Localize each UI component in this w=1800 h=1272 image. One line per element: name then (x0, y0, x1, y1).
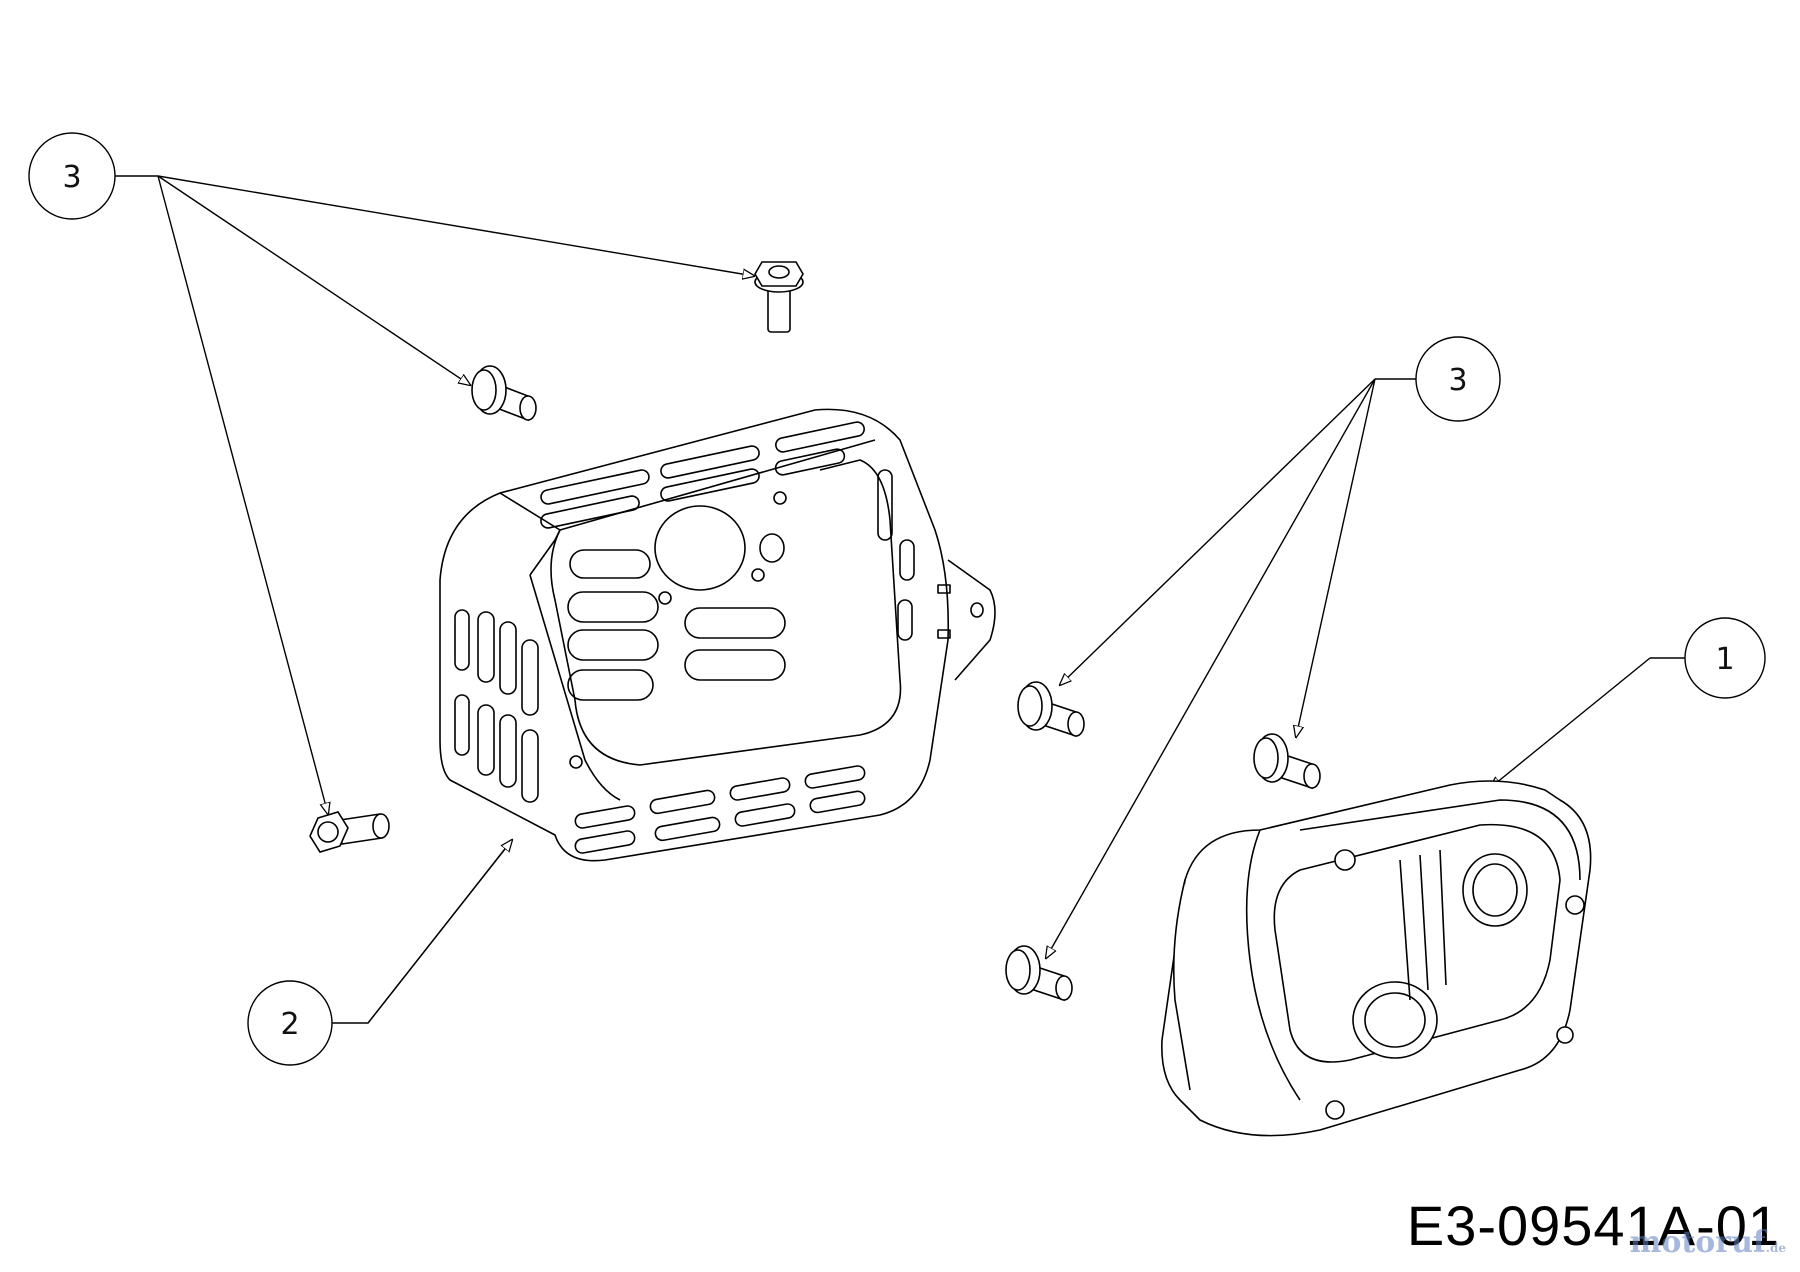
muffler (1161, 780, 1592, 1137)
bolt-left-upper (471, 365, 537, 422)
svg-text:1: 1 (1715, 642, 1734, 677)
callout-3-left: 3 (28, 132, 116, 220)
bolt-right-3 (1005, 945, 1073, 1002)
watermark-brand: motoruf (1629, 1225, 1766, 1260)
callout-1: 1 (1684, 617, 1766, 699)
svg-text:3: 3 (1448, 363, 1467, 398)
svg-text:2: 2 (280, 1007, 299, 1042)
callout-3-right: 3 (1415, 336, 1501, 422)
svg-text:3: 3 (62, 160, 81, 195)
watermark-logo: motoruf.de (1630, 1225, 1786, 1260)
bolt-right-1 (1017, 681, 1085, 738)
callout-2: 2 (247, 980, 333, 1066)
watermark-suffix: .de (1765, 1241, 1786, 1255)
bolt-left-lower (309, 811, 390, 853)
leader-lines (115, 175, 1688, 1024)
bolt-top-vertical (754, 261, 804, 333)
muffler-heat-shield (439, 408, 996, 862)
drawing-number: E3-09541A-01 (1406, 1194, 1780, 1257)
bolt-right-2 (1253, 733, 1321, 790)
